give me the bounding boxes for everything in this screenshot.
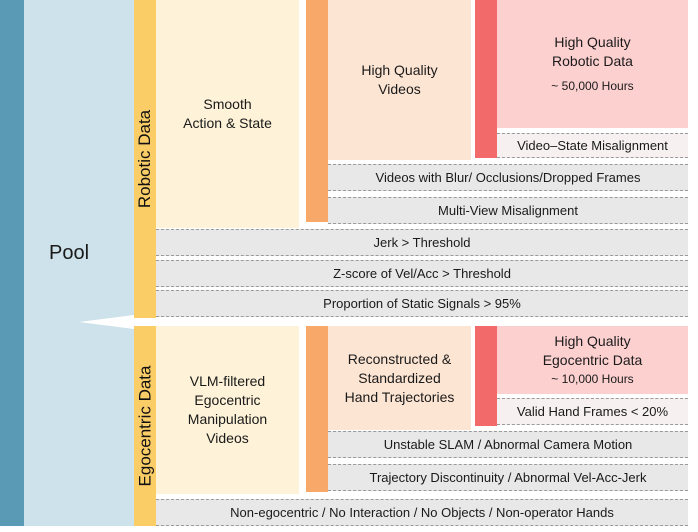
egocentric-recon-stage-bar: [306, 326, 328, 492]
vlm-line-2: Egocentric: [194, 392, 261, 408]
reconstructed-trajectories-box: Reconstructed & Standardized Hand Trajec…: [328, 326, 471, 430]
filter-multi-view-misalignment: Multi-View Misalignment: [328, 197, 688, 224]
filter-zscore-threshold: Z-score of Vel/Acc > Threshold: [156, 260, 688, 287]
filter-non-egocentric: Non-egocentric / No Interaction / No Obj…: [156, 499, 688, 526]
recon-line-1: Reconstructed &: [347, 350, 452, 367]
robotic-hq-stage-bar: [475, 0, 497, 158]
hq-ego-line-1: High Quality: [554, 332, 631, 349]
robotic-section-label-wrap: Robotic Data: [134, 0, 156, 318]
robotic-stage-bar: [134, 0, 156, 318]
videos-line-2: Videos: [378, 81, 421, 97]
robotic-video-stage-bar: [306, 0, 328, 222]
filter-jerk-threshold: Jerk > Threshold: [156, 229, 688, 256]
recon-line-2: Standardized: [358, 369, 441, 386]
robotic-section-label: Robotic Data: [135, 109, 154, 209]
vlm-line-4: Videos: [206, 430, 249, 446]
vlm-filtered-videos-box: VLM-filtered Egocentric Manipulation Vid…: [156, 326, 299, 494]
hq-ego-line-2: Egocentric Data: [542, 351, 643, 368]
smooth-line-1: Smooth: [203, 96, 252, 112]
high-quality-robotic-data-box: High Quality Robotic Data ~ 50,000 Hours: [497, 0, 688, 128]
filter-trajectory-discontinuity: Trajectory Discontinuity / Abnormal Vel-…: [328, 464, 688, 491]
filter-static-signals: Proportion of Static Signals > 95%: [156, 290, 688, 317]
hq-robotic-hours: ~ 50,000 Hours: [551, 78, 634, 93]
filter-video-state-misalignment: Video–State Misalignment: [497, 133, 688, 158]
high-quality-egocentric-data-box: High Quality Egocentric Data ~ 10,000 Ho…: [497, 326, 688, 394]
smooth-action-state-box: Smooth Action & State: [156, 0, 299, 228]
videos-line-1: High Quality: [361, 62, 438, 78]
pool-panel: [24, 0, 134, 526]
egocentric-stage-bar: [134, 326, 156, 526]
vlm-line-1: VLM-filtered: [189, 373, 266, 389]
smooth-line-2: Action & State: [183, 115, 272, 131]
egocentric-section-label: Egocentric Data: [135, 365, 155, 487]
filter-blur-occlusion: Videos with Blur/ Occlusions/Dropped Fra…: [328, 164, 688, 191]
pool-bar: [0, 0, 24, 526]
pool-label: Pool: [48, 241, 90, 264]
egocentric-section-label-wrap: Egocentric Data: [134, 326, 156, 526]
hq-ego-hours: ~ 10,000 Hours: [551, 371, 634, 386]
hq-robotic-line-1: High Quality: [554, 33, 631, 50]
hq-robotic-line-2: Robotic Data: [552, 52, 633, 69]
recon-line-3: Hand Trajectories: [344, 388, 455, 405]
filter-unstable-slam: Unstable SLAM / Abnormal Camera Motion: [328, 431, 688, 458]
high-quality-videos-box: High Quality Videos: [328, 0, 471, 160]
egocentric-hq-stage-bar: [475, 326, 497, 426]
filter-valid-hand-frames: Valid Hand Frames < 20%: [497, 398, 688, 425]
vlm-line-3: Manipulation: [187, 411, 268, 427]
